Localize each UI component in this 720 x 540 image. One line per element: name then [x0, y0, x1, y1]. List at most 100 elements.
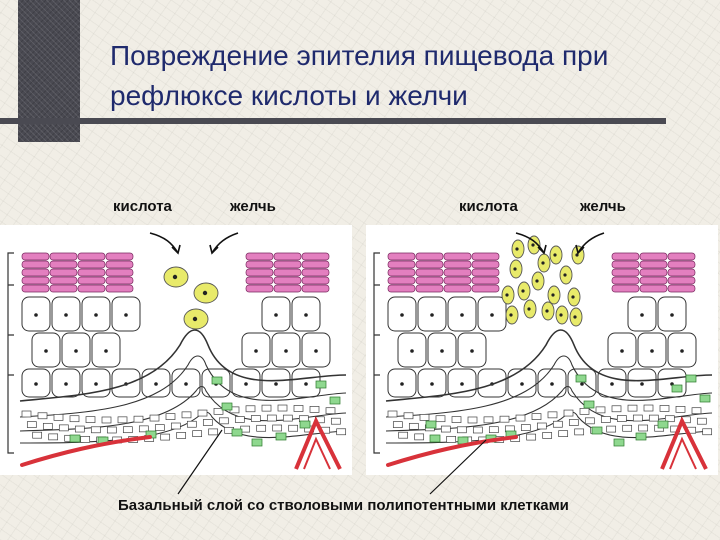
superficial-cell — [105, 268, 134, 277]
epithelium-right-svg — [373, 232, 713, 470]
stem-cell — [251, 438, 263, 447]
basal-cell — [336, 428, 347, 436]
particle-core — [527, 307, 531, 311]
superficial-cell — [611, 284, 640, 293]
cell-nucleus — [94, 382, 98, 386]
superficial-cell — [105, 276, 134, 285]
basal-cell — [330, 417, 341, 425]
basal-cell — [293, 405, 304, 412]
superficial-cell — [105, 260, 134, 269]
basal-cell — [531, 413, 542, 420]
superficial-cell — [471, 268, 500, 277]
superficial-cell — [301, 260, 330, 269]
cell-nucleus — [550, 382, 554, 386]
superficial-cell — [245, 268, 274, 277]
basal-cell — [472, 426, 483, 434]
superficial-cell — [245, 252, 274, 261]
superficial-cell — [245, 276, 274, 285]
superficial-cell — [667, 252, 696, 261]
superficial-cell — [611, 276, 640, 285]
basal-cell — [643, 404, 654, 412]
fold-layer-line — [385, 329, 713, 402]
superficial-cell — [273, 268, 302, 277]
basal-cell — [536, 422, 547, 430]
particle-core — [541, 261, 545, 265]
basal-cell — [176, 432, 187, 439]
superficial-cell — [415, 252, 444, 261]
basal-cell — [133, 415, 144, 423]
particle-core — [521, 289, 525, 293]
basal-cell — [165, 413, 176, 420]
title-underline — [0, 118, 666, 124]
basal-cell — [213, 407, 224, 415]
basal-cell — [456, 426, 467, 434]
bile-arrowhead — [575, 244, 585, 255]
superficial-cell — [443, 252, 472, 261]
superficial-cell — [49, 276, 78, 285]
basal-cell — [160, 433, 171, 441]
cell-nucleus — [74, 349, 78, 353]
basal-cell — [309, 406, 320, 413]
cell-nucleus — [274, 382, 278, 386]
superficial-cell — [667, 276, 696, 285]
fold-layer-line — [19, 385, 347, 432]
stem-cell — [671, 384, 683, 393]
cell-nucleus — [650, 349, 654, 353]
superficial-cell — [387, 260, 416, 269]
label-bile-right: желчь — [580, 198, 626, 215]
basal-cell — [85, 416, 96, 423]
stem-cell — [657, 420, 669, 429]
cell-nucleus — [244, 382, 248, 386]
superficial-cell — [611, 252, 640, 261]
epithelium-diagram-right — [366, 225, 718, 475]
basal-cell — [702, 428, 713, 436]
stem-cell — [613, 438, 625, 447]
basal-cell — [387, 410, 398, 418]
superficial-cell — [415, 284, 444, 293]
cell-nucleus — [64, 313, 68, 317]
superficial-cell — [21, 252, 50, 261]
basal-cell — [325, 407, 336, 415]
basal-cell — [440, 425, 451, 433]
basal-cell — [499, 415, 510, 423]
cell-nucleus — [410, 349, 414, 353]
cell-nucleus — [490, 313, 494, 317]
basal-cell — [446, 435, 457, 443]
acid-arrowhead — [537, 244, 547, 255]
basal-cell — [638, 424, 649, 432]
stem-cell — [635, 432, 647, 441]
basal-cell — [26, 421, 37, 428]
basal-cell — [611, 405, 622, 413]
basal-cell — [250, 415, 261, 422]
cell-nucleus — [400, 313, 404, 317]
particle-core — [509, 313, 513, 317]
superficial-cell — [415, 276, 444, 285]
particle-core — [545, 309, 549, 313]
superficial-cell — [471, 284, 500, 293]
basal-cell — [515, 414, 526, 422]
superficial-cell — [49, 252, 78, 261]
stem-cell — [315, 380, 327, 389]
superficial-cell — [105, 252, 134, 261]
basal-cell — [542, 432, 553, 439]
superficial-cell — [273, 252, 302, 261]
cell-nucleus — [64, 382, 68, 386]
particle-core — [531, 243, 535, 247]
basal-cell — [149, 414, 160, 422]
cell-nucleus — [580, 382, 584, 386]
basal-cell — [21, 410, 32, 418]
superficial-cell — [49, 268, 78, 277]
basal-cell — [48, 433, 59, 441]
superficial-cell — [667, 260, 696, 269]
basal-cell — [526, 433, 537, 441]
epithelium-left-svg — [7, 232, 347, 470]
basal-cell — [563, 409, 574, 417]
basal-cell — [627, 404, 638, 412]
bile-arrowhead — [209, 244, 219, 255]
acid-arrowhead — [171, 244, 181, 255]
superficial-cell — [415, 268, 444, 277]
stem-cell — [231, 428, 243, 437]
cell-nucleus — [430, 382, 434, 386]
basal-cell — [675, 406, 686, 413]
superficial-cell — [639, 252, 668, 261]
